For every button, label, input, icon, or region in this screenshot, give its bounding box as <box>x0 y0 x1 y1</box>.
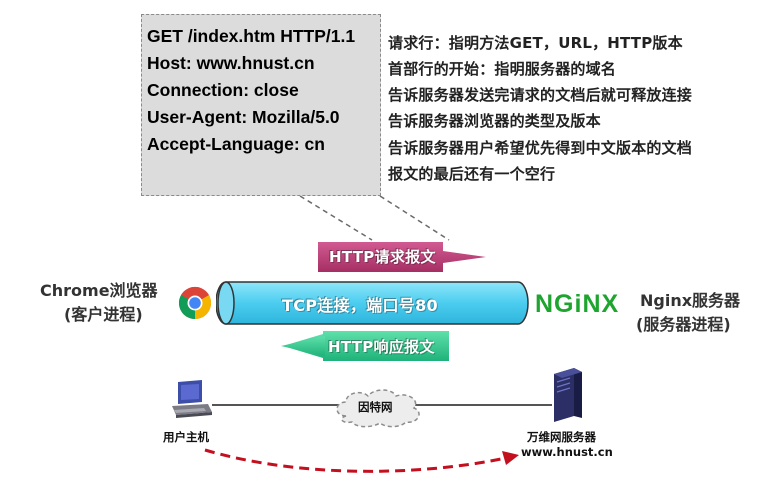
host-header: Host: www.hnust.cn <box>147 53 315 73</box>
internet-cloud-icon <box>336 389 420 428</box>
client-name: Chrome浏览器 <box>40 281 158 300</box>
nginx-logo: NGiNX <box>535 290 620 318</box>
accept-language-header: Accept-Language: cn <box>147 134 325 154</box>
client-role: (客户进程) <box>64 305 143 324</box>
request-arrow <box>318 242 486 272</box>
server-name: Nginx服务器 <box>640 291 741 310</box>
web-server-domain: www.hnust.cn <box>521 445 613 459</box>
tcp-connection-label: TCP连接，端口号80 <box>282 296 438 315</box>
server-role: (服务器进程) <box>636 315 731 334</box>
user-host-label: 用户主机 <box>163 430 209 444</box>
tcp-tunnel <box>216 281 529 325</box>
note-accept-language: 告诉服务器用户希望优先得到中文版本的文档 <box>388 139 693 157</box>
request-line: GET /index.htm HTTP/1.1 <box>147 26 356 46</box>
note-connection: 告诉服务器发送完请求的文档后就可释放连接 <box>388 86 693 104</box>
computer-icon <box>172 380 212 418</box>
web-server-label: 万维网服务器 <box>527 430 596 444</box>
request-arrow-label: HTTP请求报文 <box>329 248 436 266</box>
note-blank-line: 报文的最后还有一个空行 <box>388 165 556 183</box>
note-header-start: 首部行的开始：指明服务器的域名 <box>388 60 617 78</box>
server-tower-icon <box>554 368 582 422</box>
connection-header: Connection: close <box>147 80 299 100</box>
chrome-icon <box>178 286 212 320</box>
response-arrow <box>281 331 449 361</box>
http-request-box: GET /index.htm HTTP/1.1 Host: www.hnust.… <box>141 14 381 196</box>
internet-label: 因特网 <box>358 400 393 414</box>
user-agent-header: User-Agent: Mozilla/5.0 <box>147 107 340 127</box>
response-arrow-label: HTTP响应报文 <box>328 338 435 356</box>
note-request-line: 请求行：指明方法GET，URL，HTTP版本 <box>388 34 683 52</box>
note-user-agent: 告诉服务器浏览器的类型及版本 <box>388 112 601 130</box>
